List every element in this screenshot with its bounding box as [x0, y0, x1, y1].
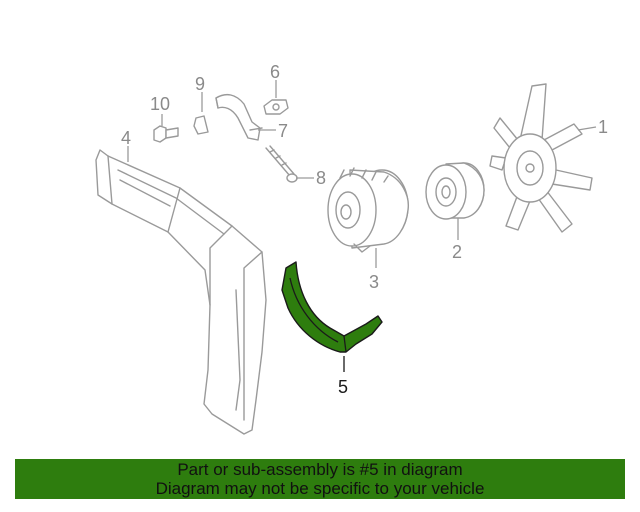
fan-clutch-part-3 — [327, 167, 409, 253]
nut-part-6 — [263, 99, 289, 115]
callout-7: 7 — [278, 121, 288, 141]
callout-8: 8 — [316, 168, 326, 188]
banner-line-2: Diagram may not be specific to your vehi… — [155, 479, 485, 498]
callout-9: 9 — [195, 74, 205, 94]
callout-4: 4 — [121, 128, 131, 148]
info-banner: Part or sub-assembly is #5 in diagram Di… — [15, 459, 625, 499]
callout-6: 6 — [270, 62, 280, 82]
callout-3: 3 — [369, 272, 379, 292]
callout-1: 1 — [598, 117, 608, 137]
callout-10: 10 — [150, 94, 170, 114]
callout-5: 5 — [338, 377, 348, 397]
leader-lines — [127, 80, 597, 372]
callout-2: 2 — [452, 242, 462, 262]
hose-part-7 — [215, 93, 263, 141]
banner-line-1: Part or sub-assembly is #5 in diagram — [177, 460, 463, 479]
fan-shroud-part-4 — [95, 149, 267, 435]
fan-part-1 — [489, 83, 593, 233]
pulley-part-2 — [425, 162, 485, 220]
bolt-part-10 — [153, 125, 179, 143]
cap-part-9 — [193, 115, 209, 135]
stud-part-8 — [265, 145, 298, 183]
lower-shroud-part-5 — [281, 261, 383, 353]
